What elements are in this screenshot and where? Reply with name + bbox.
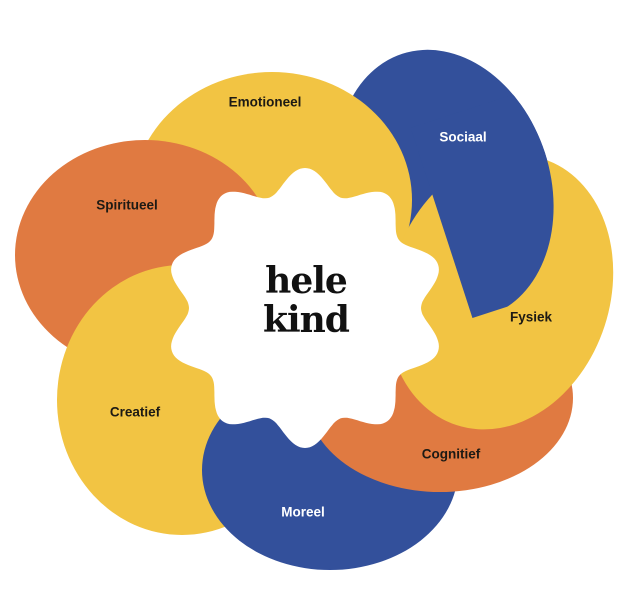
center-title-line1: hele: [265, 260, 347, 302]
center-title-line2: kind: [263, 299, 350, 341]
label-creatief: Creatief: [110, 405, 161, 420]
label-sociaal: Sociaal: [439, 130, 486, 145]
petal-sociaal-overlap: [410, 66, 554, 319]
label-spiritueel: Spiritueel: [96, 198, 158, 213]
center-wavy-shape: [171, 168, 439, 448]
label-fysiek: Fysiek: [510, 310, 553, 325]
label-moreel: Moreel: [281, 505, 325, 520]
label-cognitief: Cognitief: [422, 447, 481, 462]
label-emotioneel: Emotioneel: [229, 95, 302, 110]
